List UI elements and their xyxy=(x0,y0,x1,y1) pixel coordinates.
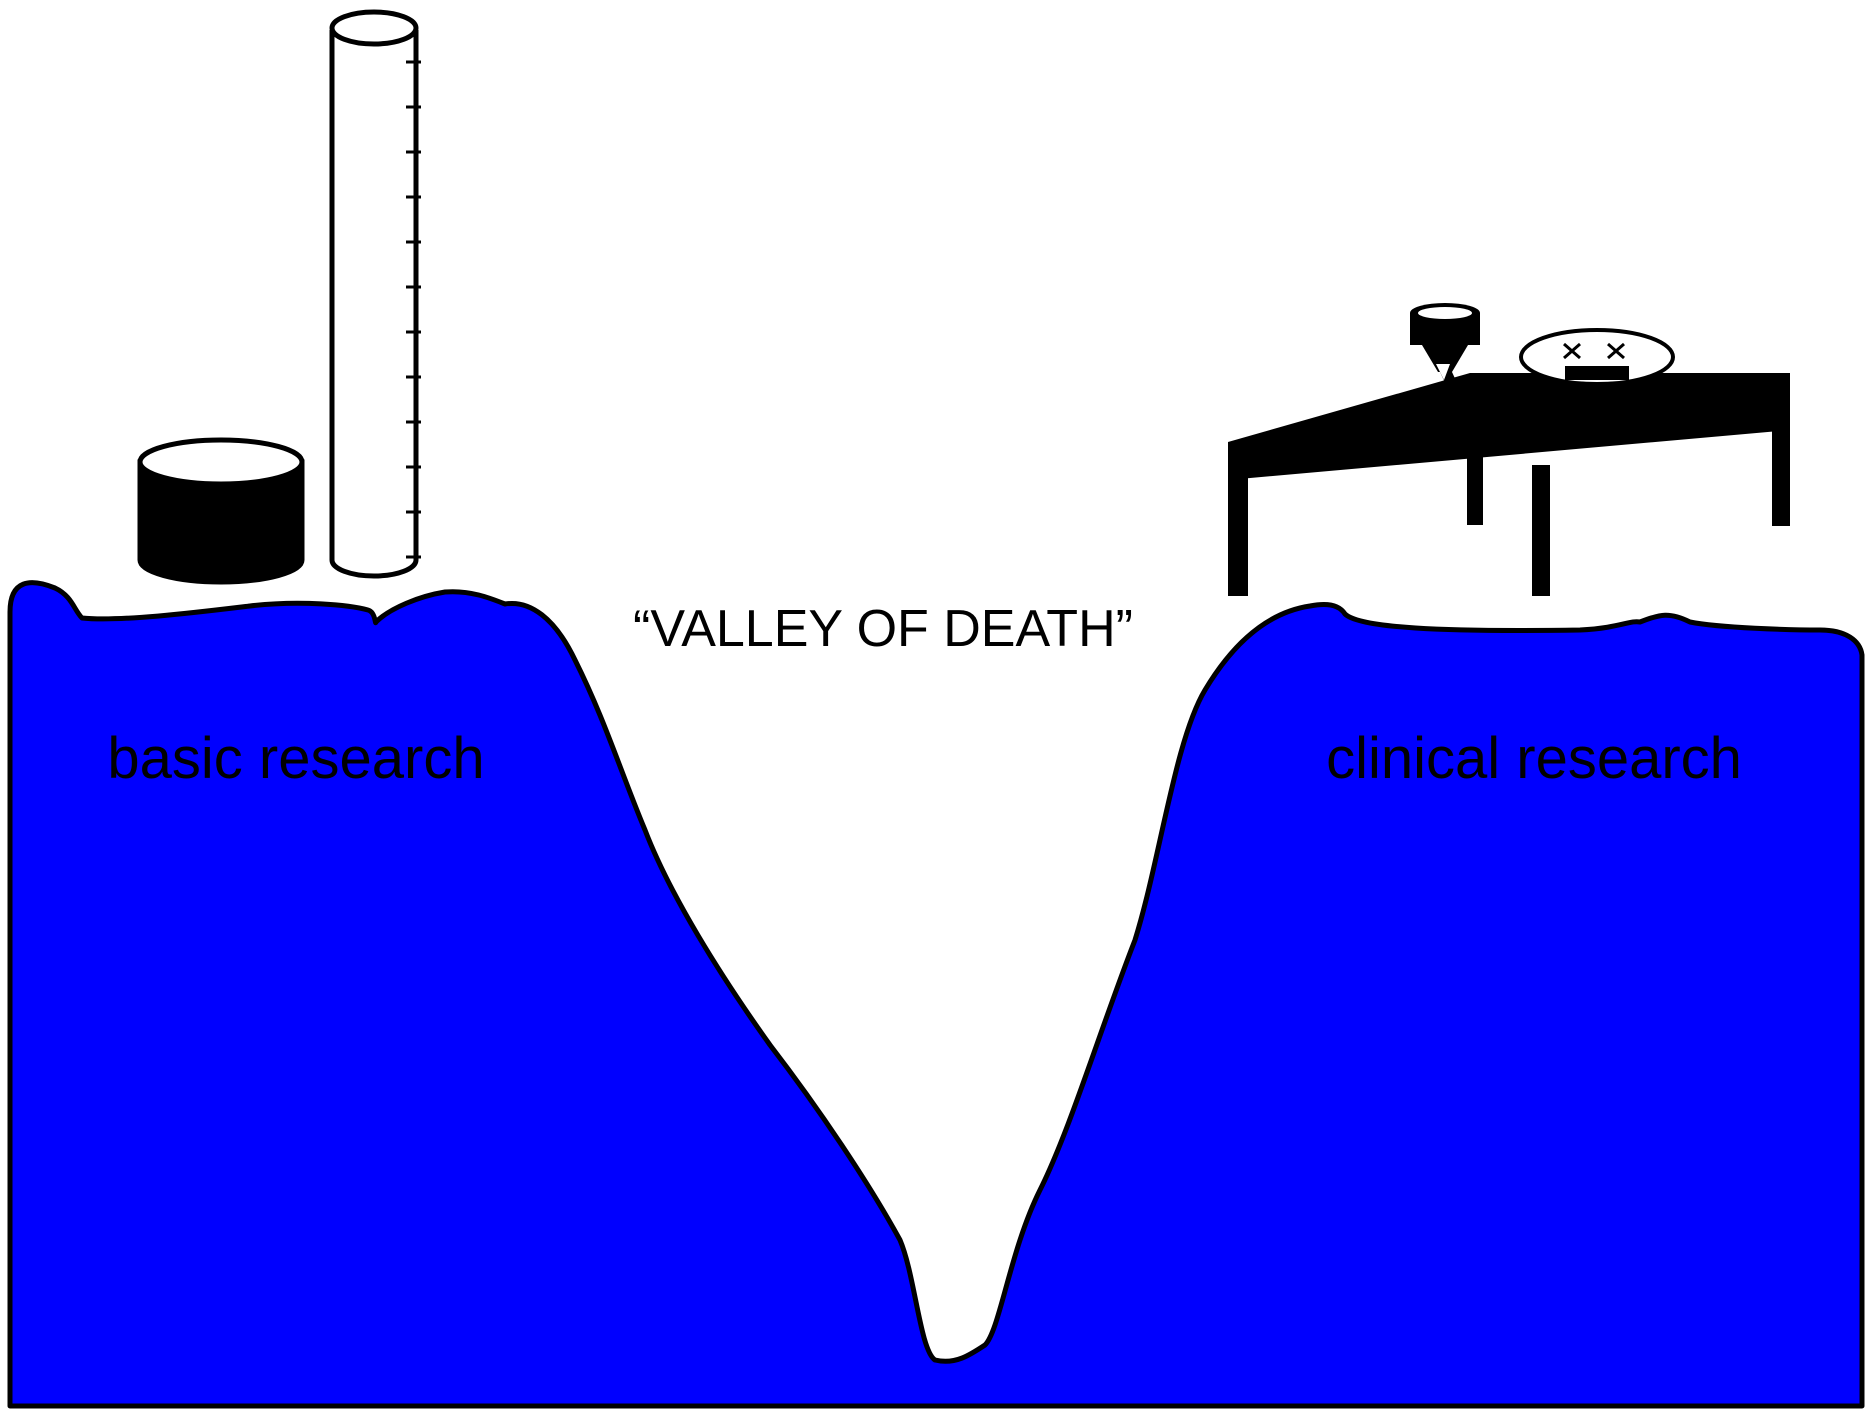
beaker-icon xyxy=(140,440,302,582)
graduated-cylinder-icon xyxy=(332,12,421,576)
patient-face-icon xyxy=(1521,330,1673,384)
valley-title: “VALLEY OF DEATH” xyxy=(633,600,1133,658)
basic-research-label: basic research xyxy=(107,726,484,791)
exam-table-icon xyxy=(1228,373,1790,596)
clinical-research-label: clinical research xyxy=(1326,726,1742,791)
terrain xyxy=(10,583,1862,1406)
exam-lamp-icon xyxy=(1410,303,1480,385)
